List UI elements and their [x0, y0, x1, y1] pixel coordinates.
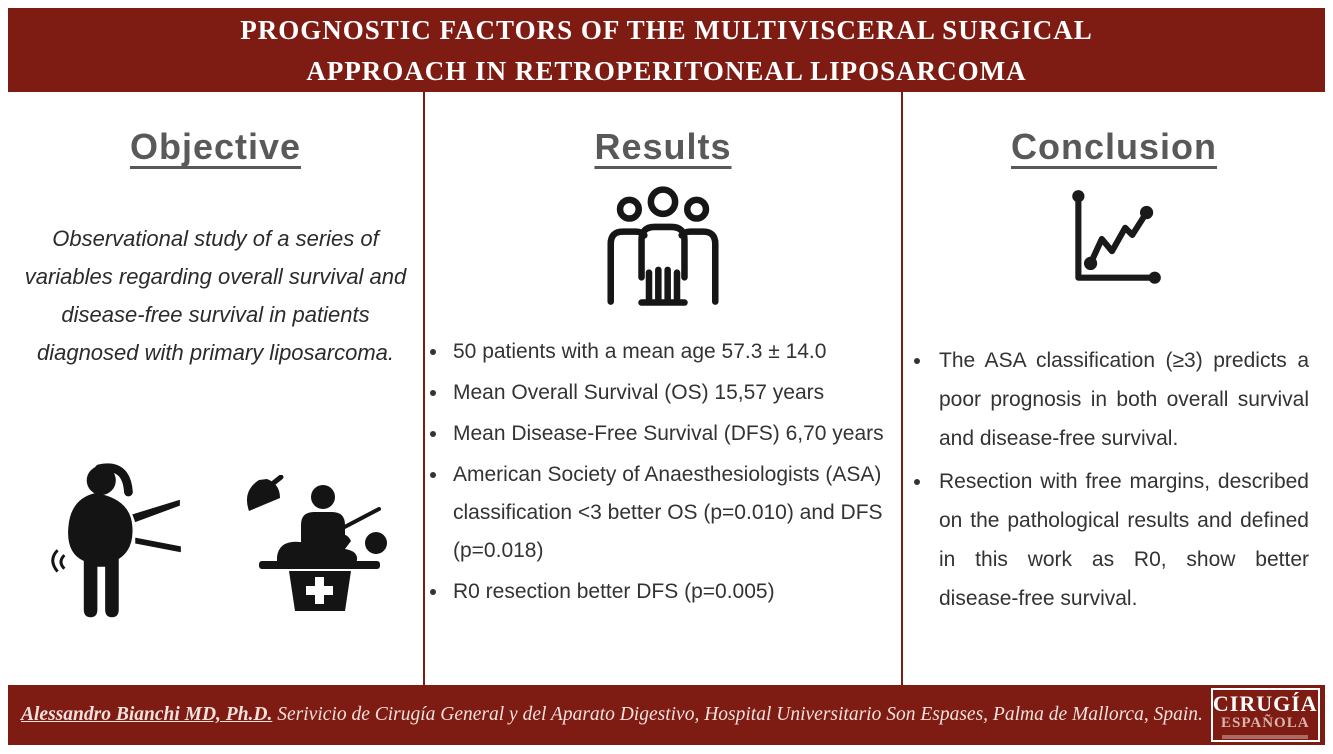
objective-paragraph: Observational study of a series of varia… — [24, 226, 407, 365]
main-content: Objective Observational study of a serie… — [8, 92, 1325, 685]
list-item: Mean Disease-Free Survival (DFS) 6,70 ye… — [449, 415, 889, 453]
column-objective: Objective Observational study of a serie… — [8, 92, 425, 685]
page-title-line2: APPROACH IN RETROPERITONEAL LIPOSARCOMA — [306, 56, 1027, 86]
cirugia-espanola-logo: CIRUGÍA ESPAÑOLA — [1210, 688, 1320, 742]
list-item: Resection with free margins, described o… — [933, 462, 1309, 618]
logo-title: CIRUGÍA — [1212, 691, 1318, 717]
objective-icons-row — [8, 460, 423, 625]
column-results: Results — [425, 92, 903, 685]
logo-subtitle: ESPAÑOLA — [1221, 715, 1310, 732]
abdominal-pain-person-icon — [35, 460, 185, 625]
results-bullet-list: 50 patients with a mean age 57.3 ± 14.0 … — [449, 333, 889, 611]
conclusion-heading: Conclusion — [1011, 126, 1217, 167]
list-item: R0 resection better DFS (p=0.005) — [449, 573, 889, 611]
conclusion-bullet-list: The ASA classification (≥3) predicts a p… — [933, 341, 1309, 618]
list-item: American Society of Anaesthesiologists (… — [449, 456, 889, 570]
page-title-line1: PROGNOSTIC FACTORS OF THE MULTIVISCERAL … — [240, 15, 1093, 45]
footer-credit: Alessandro Bianchi MD, Ph.D. Serivicio d… — [21, 703, 1203, 726]
list-item: The ASA classification (≥3) predicts a p… — [933, 341, 1309, 458]
objective-heading: Objective — [129, 126, 302, 167]
list-item: 50 patients with a mean age 57.3 ± 14.0 — [449, 333, 889, 371]
author-affiliation: Serivicio de Cirugía General y del Apara… — [272, 704, 1203, 726]
title-bar: PROGNOSTIC FACTORS OF THE MULTIVISCERAL … — [8, 8, 1325, 92]
footer-bar: Alessandro Bianchi MD, Ph.D. Serivicio d… — [8, 685, 1325, 745]
patient-group-icon — [602, 184, 724, 310]
list-item: Mean Overall Survival (OS) 15,57 years — [449, 374, 889, 412]
logo-tagline-bar — [1222, 734, 1309, 739]
column-conclusion: Conclusion The ASA classification (≥3 — [903, 92, 1325, 685]
surgery-operation-icon — [237, 475, 397, 625]
results-heading: Results — [594, 126, 732, 167]
author-name: Alessandro Bianchi MD, Ph.D. — [21, 704, 273, 726]
line-chart-icon — [1058, 184, 1170, 296]
